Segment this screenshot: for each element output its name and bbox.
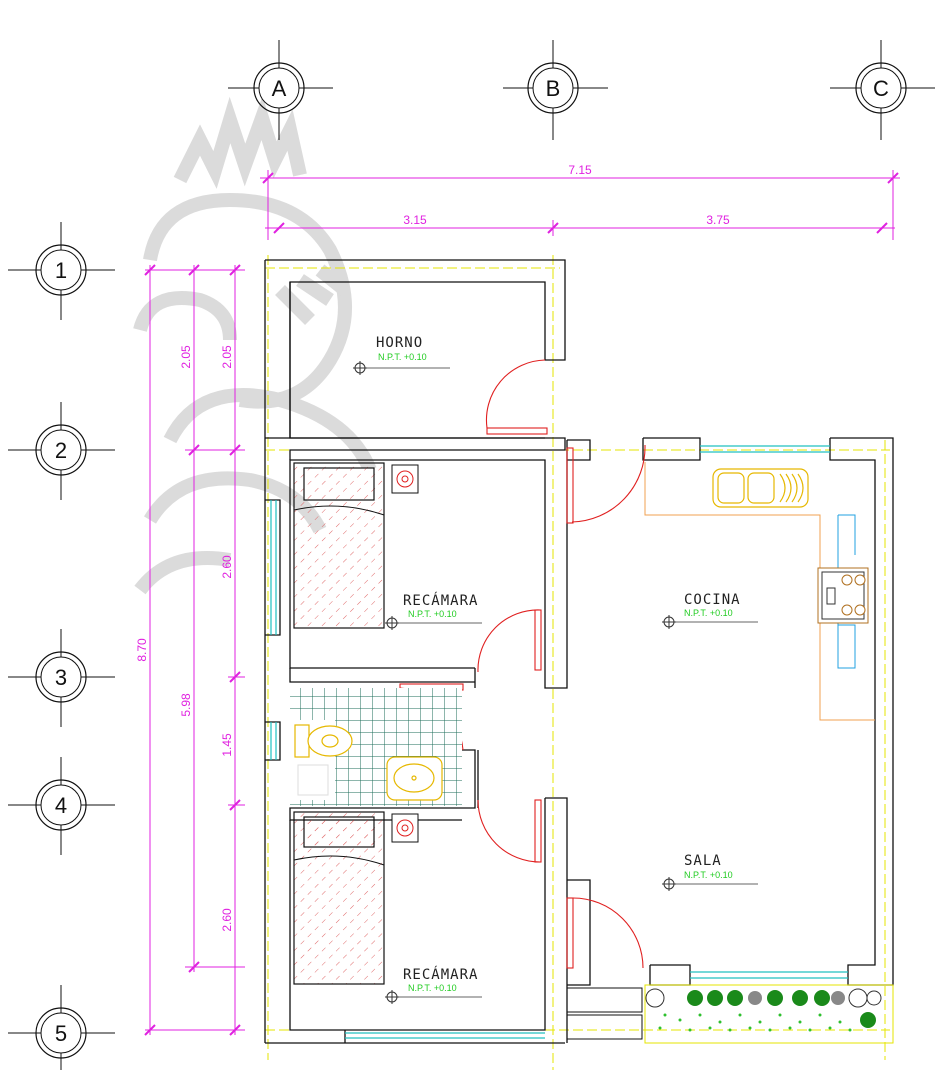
axis-label-3: 3 — [55, 665, 67, 690]
bed-top — [293, 462, 385, 629]
dim-horno-outer: 2.05 — [179, 345, 193, 369]
dim-bedroom-top: 2.60 — [220, 555, 234, 579]
axis-label-2: 2 — [55, 438, 67, 463]
level-label-recamara-bottom: N.P.T. +0.10 — [408, 983, 457, 993]
axis-label-1: 1 — [55, 258, 67, 283]
dim-depth-partial: 5.98 — [179, 693, 193, 717]
dimension-horizontal — [260, 170, 900, 240]
room-label-horno: HORNO — [376, 335, 423, 351]
doors — [399, 359, 646, 969]
kitchen-sink — [712, 468, 809, 508]
axis-label-c: C — [873, 76, 889, 101]
axis-label-4: 4 — [55, 793, 67, 818]
walls — [264, 259, 894, 1044]
garden — [566, 984, 894, 1044]
axis-bubble-a: A — [228, 40, 333, 140]
axis-bubble-b: B — [503, 40, 608, 140]
nightstand-bottom — [391, 813, 419, 843]
dim-horno-inner: 2.05 — [220, 345, 234, 369]
windows — [270, 445, 848, 1039]
room-label-recamara-bottom: RECÁMARA — [403, 966, 478, 983]
dim-overall-depth: 8.70 — [135, 638, 149, 662]
bed-bottom — [293, 811, 385, 985]
nightstand-top — [391, 464, 419, 494]
dim-width-right: 3.75 — [706, 213, 730, 227]
dim-bedroom-bottom: 2.60 — [220, 908, 234, 932]
axis-bubble-4: 4 — [8, 757, 115, 855]
dimension-vertical — [144, 264, 245, 1036]
room-label-cocina: COCINA — [684, 592, 741, 608]
axis-bubble-c: C — [830, 40, 935, 140]
level-label-sala: N.P.T. +0.10 — [684, 870, 733, 880]
level-label-recamara-top: N.P.T. +0.10 — [408, 609, 457, 619]
level-marker-sala — [662, 877, 758, 891]
room-label-recamara-top: RECÁMARA — [403, 592, 478, 609]
axis-bubble-1: 1 — [8, 222, 115, 320]
level-marker-recamara-top — [385, 616, 482, 630]
dim-bath: 1.45 — [220, 733, 234, 757]
room-label-sala: SALA — [684, 853, 722, 869]
level-marker-horno — [353, 361, 450, 375]
level-marker-cocina — [662, 615, 758, 629]
toilet — [294, 724, 353, 758]
watermark-logo — [133, 95, 377, 595]
dim-overall-width: 7.15 — [568, 163, 592, 177]
axis-label-a: A — [272, 76, 287, 101]
axis-bubble-2: 2 — [8, 402, 115, 500]
axis-bubble-3: 3 — [8, 629, 115, 727]
level-label-cocina: N.P.T. +0.10 — [684, 608, 733, 618]
stove — [817, 567, 869, 624]
axis-bubble-5: 5 — [8, 985, 115, 1070]
axis-label-5: 5 — [55, 1021, 67, 1046]
axis-label-b: B — [546, 76, 561, 101]
bathroom-sink — [386, 756, 443, 801]
bath-cabinet — [297, 764, 329, 796]
level-label-horno: N.P.T. +0.10 — [378, 352, 427, 362]
level-marker-recamara-bottom — [385, 990, 482, 1004]
dim-width-left: 3.15 — [403, 213, 427, 227]
